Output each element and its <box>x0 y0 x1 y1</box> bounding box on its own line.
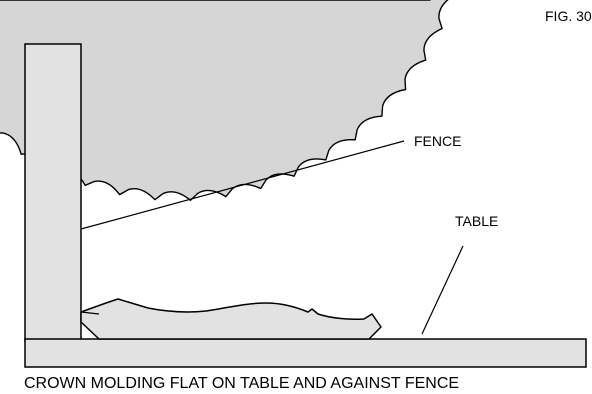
saw-blade <box>0 0 449 201</box>
table-leader-line <box>421 245 464 335</box>
figure-number: FIG. 30 <box>545 8 592 24</box>
crown-molding <box>80 298 382 340</box>
crown-molding-edge <box>80 311 100 315</box>
fence <box>24 43 82 342</box>
fence-leader-line <box>80 140 405 230</box>
fence-label: FENCE <box>414 133 461 149</box>
table-label: TABLE <box>455 213 498 229</box>
table <box>24 338 587 368</box>
figure-caption: CROWN MOLDING FLAT ON TABLE AND AGAINST … <box>24 375 459 392</box>
